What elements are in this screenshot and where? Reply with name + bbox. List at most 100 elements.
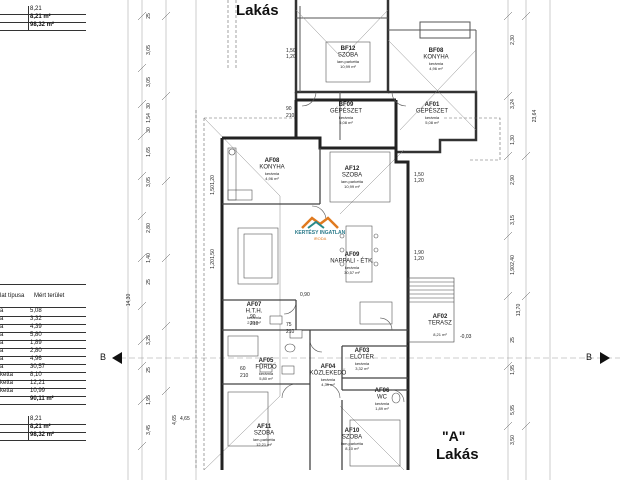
roof-hip-lines — [203, 9, 477, 471]
dimension-small: 1,20 — [414, 256, 424, 262]
dimension-right: 23,64 — [532, 110, 538, 123]
table-row: 8,21 m² — [0, 424, 86, 433]
room-code: AF05 — [259, 358, 274, 364]
a-mark-label: "A" — [442, 428, 466, 444]
room-area: 4,39 m² — [321, 382, 335, 387]
room-area: 1,89 m² — [375, 406, 389, 411]
dimension-left: 3,45 — [146, 425, 152, 435]
dimension-small: -0,03 — [460, 334, 472, 340]
table-total-row: 90,11 m² — [0, 396, 86, 405]
room-floor: kerámia — [355, 361, 370, 366]
building-a-walls — [220, 98, 410, 470]
room-floor: kerámia — [429, 61, 444, 66]
dimension-left: 4,65 — [172, 415, 178, 425]
dimension-left: 14,30 — [126, 294, 132, 307]
roof-outline — [195, 0, 501, 470]
room-code: AF12 — [345, 166, 360, 172]
row-type: a — [0, 364, 4, 370]
dimension-left: 25 — [146, 13, 152, 19]
dimension-right: 1,95 — [510, 365, 516, 375]
room-area: 5,08 m² — [425, 120, 439, 125]
dimension-left: 3,05 — [146, 45, 152, 55]
lakas-bottom-label: Lakás — [436, 446, 479, 463]
section-b-right-label: B — [586, 352, 593, 362]
dimension-right: 1,30 — [510, 135, 516, 145]
room-code: AF01 — [425, 102, 440, 108]
table-row: a 3,32 — [0, 316, 86, 325]
dimension-small: 60 — [240, 366, 246, 372]
dimension-right: 2,30 — [510, 35, 516, 45]
section-b-right-arrow — [600, 352, 610, 364]
room-floor: lam.parketta — [337, 59, 360, 64]
row-area: 10,99 — [30, 388, 46, 394]
dimension-inner: 1,20 — [210, 259, 216, 269]
room-name: NAPPALI - ÉTK. — [330, 258, 374, 265]
dimension-small: 1,20 — [286, 54, 296, 60]
dimension-right: 2,40 — [510, 255, 516, 265]
room-floor: kerámia — [345, 265, 360, 270]
room-name: GÉPÉSZET — [330, 108, 362, 115]
room-name: SZOBA — [254, 431, 274, 437]
room-code: AF03 — [355, 348, 370, 354]
dimension-inner: 1,20 — [210, 175, 216, 185]
room-name: ELŐTÉR — [350, 354, 375, 361]
room-area: 4,96 m² — [265, 176, 279, 181]
row-area: 3,32 — [30, 316, 42, 322]
building-b-walls — [294, 0, 478, 154]
room-floor: kerámia — [425, 115, 440, 120]
row-type: ketta — [0, 380, 14, 386]
room-area: 10,99 m² — [340, 64, 356, 69]
room-area: 10,99 m² — [344, 184, 360, 189]
left-dimension-ticks — [137, 11, 531, 451]
dimension-right: 3,50 — [510, 435, 516, 445]
dimension-left: 3,05 — [146, 77, 152, 87]
building-b-partitions — [296, 6, 477, 140]
room-area: 4,96 m² — [429, 66, 443, 71]
room-name: WC — [377, 395, 388, 401]
dimension-small: 4,65 — [180, 416, 190, 422]
room-code: AF06 — [375, 388, 390, 394]
table-header: lat típusa Mért terület — [0, 284, 86, 308]
dimension-small: 1,50 — [286, 48, 296, 54]
dimension-small: 1,20 — [414, 178, 424, 184]
row-area: 4,39 — [30, 324, 42, 330]
dimension-small: 1,50 — [414, 172, 424, 178]
table-row: 8,21 — [0, 416, 86, 425]
room-name: KONYHA — [259, 165, 284, 171]
room-name: GÉPÉSZET — [416, 108, 448, 115]
room-area: 8,21 m² — [433, 332, 447, 337]
room-name: KÖZLEKEDŐ — [310, 370, 347, 377]
table-row: 98,32 m² — [0, 432, 86, 441]
row-type: a — [0, 308, 4, 314]
row-type: a — [0, 332, 4, 338]
row-type: a — [0, 316, 4, 322]
room-floor: lam.parketta — [341, 179, 364, 184]
dimension-left: 25 — [146, 279, 152, 285]
dimension-left: 25 — [146, 367, 152, 373]
room-code: AF11 — [257, 424, 272, 430]
section-markers — [112, 352, 610, 364]
terrace — [407, 277, 455, 343]
dimension-small: 1,90 — [414, 250, 424, 256]
room-floor: lam.parketta — [253, 437, 276, 442]
room-name: TERASZ — [428, 321, 452, 327]
dimension-left: 30 — [146, 127, 152, 133]
interior-partitions — [222, 148, 408, 470]
dimension-left: 1,40 — [146, 253, 152, 263]
dimension-small: 210 — [250, 321, 259, 327]
door-swings — [281, 91, 407, 403]
